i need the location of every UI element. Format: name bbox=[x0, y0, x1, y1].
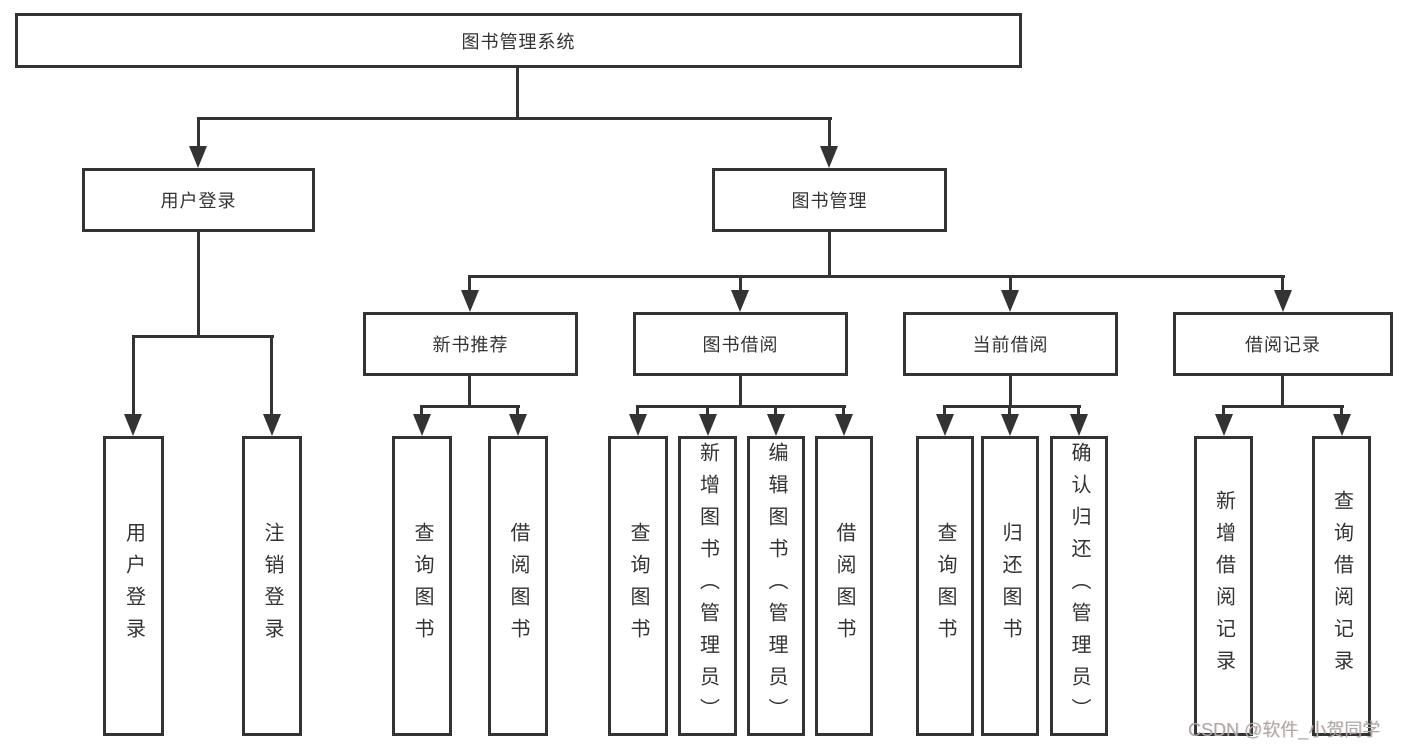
node-user-login-label: 用户登录 bbox=[160, 191, 237, 211]
connector-drop bbox=[842, 405, 845, 418]
leaf-add-books-admin-label: 新增图书（管理员） bbox=[696, 442, 719, 730]
connector-drop bbox=[1077, 405, 1080, 418]
connector-book-borrowing-stem bbox=[739, 376, 742, 407]
node-book-borrowing: 图书借阅 bbox=[633, 312, 848, 376]
node-borrowing-records-label: 借阅记录 bbox=[1245, 335, 1321, 355]
leaf-query-borrow-record-label: 查询借阅记录 bbox=[1330, 490, 1353, 682]
connector-new-book-recommend-stem bbox=[468, 376, 471, 407]
connector-drop bbox=[516, 405, 519, 418]
node-root: 图书管理系统 bbox=[15, 13, 1022, 68]
connector-drop bbox=[1222, 405, 1225, 418]
leaf-add-borrow-record: 新增借阅记录 bbox=[1194, 436, 1253, 736]
leaf-user-login-label: 用户登录 bbox=[122, 522, 145, 650]
leaf-add-borrow-record-label: 新增借阅记录 bbox=[1212, 490, 1235, 682]
arrowhead-down-icon bbox=[1001, 414, 1019, 436]
connector-drop-leaf-logout bbox=[270, 335, 273, 420]
arrowhead-down-icon bbox=[1001, 290, 1019, 312]
connector-drop bbox=[420, 405, 423, 418]
connector-drop-book-management bbox=[828, 117, 831, 150]
connector-borrowing-records-split bbox=[1222, 405, 1344, 408]
connector-drop bbox=[636, 405, 639, 418]
leaf-confirm-return-admin: 确认归还（管理员） bbox=[1050, 436, 1108, 736]
leaf-query-books-recommend: 查询图书 bbox=[392, 436, 452, 736]
leaf-query-books-borrowing-label: 查询图书 bbox=[627, 522, 649, 650]
leaf-edit-books-admin: 编辑图书（管理员） bbox=[747, 436, 805, 736]
connector-drop bbox=[706, 405, 709, 418]
leaf-logout-label: 注销登录 bbox=[261, 522, 283, 650]
leaf-query-books-current-label: 查询图书 bbox=[934, 522, 956, 650]
arrowhead-down-icon bbox=[263, 414, 281, 436]
leaf-query-books-borrowing: 查询图书 bbox=[608, 436, 668, 736]
arrowhead-down-icon bbox=[189, 146, 207, 168]
watermark: CSDN @软件_小贺同学 bbox=[1188, 720, 1381, 740]
arrowhead-down-icon bbox=[936, 414, 954, 436]
connector-book-management-stem bbox=[828, 232, 831, 277]
connector-current-borrowing-stem bbox=[1009, 376, 1012, 407]
connector-drop-current-borrowing bbox=[1009, 275, 1012, 295]
node-new-book-recommend-label: 新书推荐 bbox=[432, 335, 509, 355]
leaf-add-books-admin: 新增图书（管理员） bbox=[678, 436, 737, 736]
connector-root-split bbox=[197, 117, 832, 120]
connector-user-login-stem bbox=[197, 232, 200, 337]
arrowhead-down-icon bbox=[1215, 414, 1233, 436]
node-user-login: 用户登录 bbox=[82, 168, 315, 232]
connector-drop-borrowing-records bbox=[1281, 275, 1284, 295]
arrowhead-down-icon bbox=[731, 290, 749, 312]
arrowhead-down-icon bbox=[1274, 290, 1292, 312]
connector-drop-user-login bbox=[197, 117, 200, 150]
connector-root-stem bbox=[516, 68, 519, 119]
arrowhead-down-icon bbox=[124, 414, 142, 436]
arrowhead-down-icon bbox=[1333, 414, 1351, 436]
arrowhead-down-icon bbox=[629, 414, 647, 436]
connector-drop bbox=[943, 405, 946, 418]
node-root-label: 图书管理系统 bbox=[461, 31, 576, 52]
leaf-borrow-books-recommend: 借阅图书 bbox=[488, 436, 548, 736]
arrowhead-down-icon bbox=[509, 414, 527, 436]
leaf-logout: 注销登录 bbox=[242, 436, 302, 736]
connector-new-book-recommend-split bbox=[420, 405, 520, 408]
connector-drop-leaf-user-login bbox=[132, 335, 135, 420]
connector-borrowing-records-stem bbox=[1281, 376, 1284, 407]
connector-drop bbox=[1340, 405, 1343, 418]
arrowhead-down-icon bbox=[461, 290, 479, 312]
leaf-query-books-recommend-label: 查询图书 bbox=[411, 522, 433, 650]
connector-user-login-split bbox=[132, 335, 274, 338]
leaf-edit-books-admin-label: 编辑图书（管理员） bbox=[765, 442, 787, 730]
leaf-query-borrow-record: 查询借阅记录 bbox=[1312, 436, 1371, 736]
leaf-borrow-books-borrowing: 借阅图书 bbox=[815, 436, 873, 736]
node-new-book-recommend: 新书推荐 bbox=[363, 312, 578, 376]
leaf-borrow-books-borrowing-label: 借阅图书 bbox=[833, 522, 855, 650]
node-book-management: 图书管理 bbox=[712, 168, 947, 232]
leaf-confirm-return-admin-label: 确认归还（管理员） bbox=[1068, 442, 1090, 730]
connector-drop-book-borrowing bbox=[739, 275, 742, 295]
connector-drop bbox=[774, 405, 777, 418]
arrowhead-down-icon bbox=[699, 414, 717, 436]
leaf-query-books-current: 查询图书 bbox=[916, 436, 974, 736]
node-current-borrowing: 当前借阅 bbox=[903, 312, 1118, 376]
leaf-return-books-label: 归还图书 bbox=[999, 522, 1021, 650]
leaf-borrow-books-recommend-label: 借阅图书 bbox=[507, 522, 529, 650]
connector-book-borrowing-split bbox=[636, 405, 846, 408]
node-book-management-label: 图书管理 bbox=[791, 191, 868, 211]
node-book-borrowing-label: 图书借阅 bbox=[702, 335, 779, 355]
connector-drop-new-book-recommend bbox=[468, 275, 471, 295]
connector-book-management-split bbox=[468, 275, 1285, 278]
leaf-user-login: 用户登录 bbox=[103, 436, 164, 736]
arrowhead-down-icon bbox=[1070, 414, 1088, 436]
arrowhead-down-icon bbox=[820, 146, 838, 168]
connector-drop bbox=[1008, 405, 1011, 418]
arrowhead-down-icon bbox=[835, 414, 853, 436]
leaf-return-books: 归还图书 bbox=[981, 436, 1039, 736]
arrowhead-down-icon bbox=[767, 414, 785, 436]
node-borrowing-records: 借阅记录 bbox=[1173, 312, 1393, 376]
arrowhead-down-icon bbox=[413, 414, 431, 436]
node-current-borrowing-label: 当前借阅 bbox=[972, 335, 1049, 355]
connector-current-borrowing-split bbox=[943, 405, 1081, 408]
